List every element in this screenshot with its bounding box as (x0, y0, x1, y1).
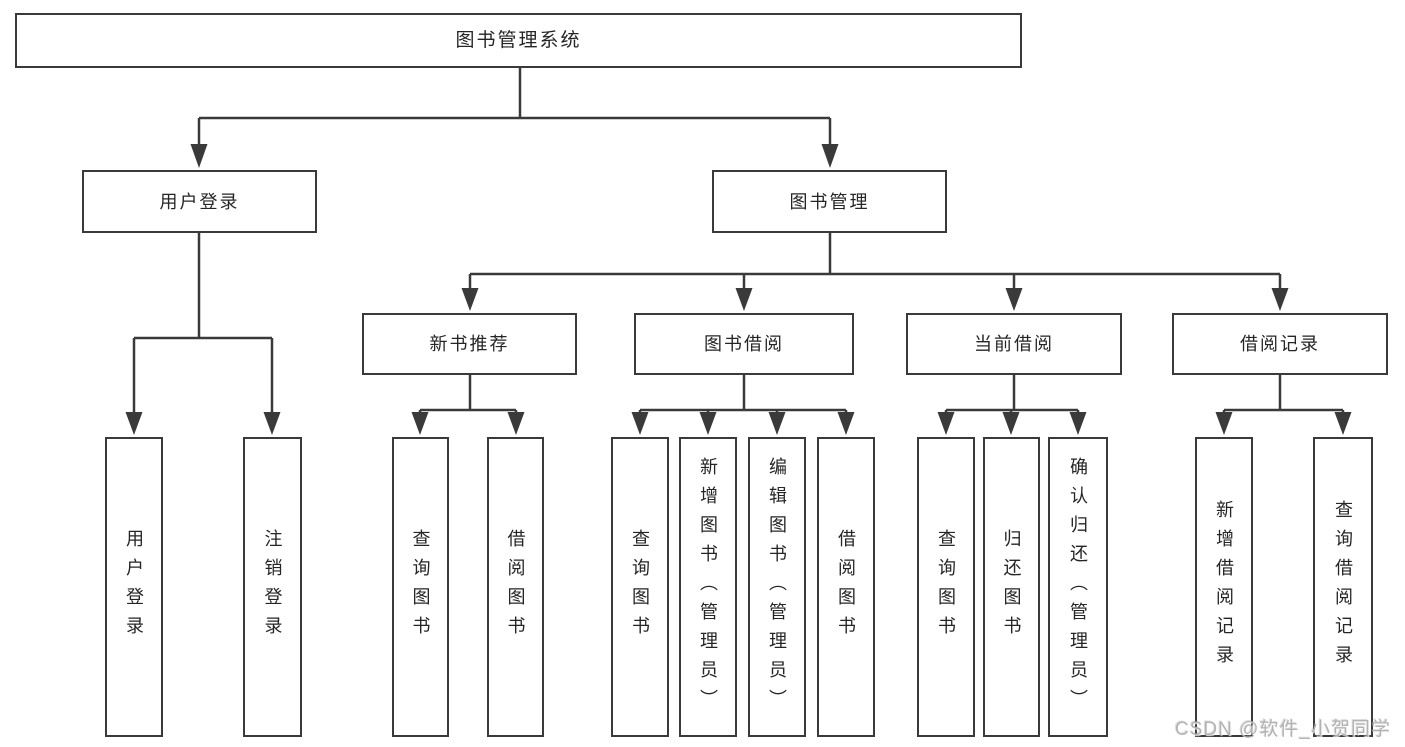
leaf-label: 新增借阅记录 (1214, 500, 1234, 674)
node-borrow-records: 借阅记录 (1172, 313, 1388, 375)
arrowheads (125, 144, 1352, 435)
leaf-records-query-borrow-record: 查询借阅记录 (1313, 437, 1373, 737)
leaf-label: 查询借阅记录 (1333, 500, 1353, 674)
leaf-borrow-add-books-admin: 新增图书（管理员） (679, 437, 737, 737)
leaf-recommend-borrow-books: 借阅图书 (487, 437, 544, 737)
node-label: 新书推荐 (429, 334, 510, 354)
leaf-current-confirm-return-admin: 确认归还（管理员） (1048, 437, 1108, 737)
node-label: 图书借阅 (704, 334, 784, 354)
leaf-label: 查询图书 (630, 529, 650, 645)
leaf-label: 借阅图书 (505, 529, 526, 645)
node-label: 图书管理 (789, 191, 870, 212)
leaf-label: 确认归还（管理员） (1068, 456, 1088, 718)
leaf-logout: 注销登录 (243, 437, 302, 737)
leaf-borrow-borrow-books: 借阅图书 (817, 437, 875, 737)
node-library-management-system: 图书管理系统 (15, 13, 1022, 68)
leaf-recommend-query-books: 查询图书 (392, 437, 449, 737)
leaf-current-query-books: 查询图书 (917, 437, 975, 737)
leaf-label: 查询图书 (410, 529, 431, 645)
leaf-label: 新增图书（管理员） (698, 456, 718, 718)
leaf-borrow-query-books: 查询图书 (611, 437, 669, 737)
node-label: 借阅记录 (1240, 334, 1320, 354)
node-label: 图书管理系统 (455, 30, 582, 51)
node-label: 当前借阅 (974, 334, 1054, 354)
leaf-current-return-books: 归还图书 (983, 437, 1040, 737)
leaf-records-add-borrow-record: 新增借阅记录 (1195, 437, 1253, 737)
csdn-watermark: CSDN @软件_小贺同学 (1175, 719, 1391, 740)
leaf-label: 注销登录 (262, 529, 283, 645)
leaf-label: 查询图书 (936, 529, 956, 645)
node-book-management: 图书管理 (712, 170, 947, 233)
node-new-book-recommend: 新书推荐 (362, 313, 577, 375)
leaf-borrow-edit-books-admin: 编辑图书（管理员） (748, 437, 806, 737)
node-label: 用户登录 (159, 191, 240, 212)
leaf-user-login: 用户登录 (105, 437, 163, 737)
leaf-label: 编辑图书（管理员） (767, 456, 787, 718)
node-user-login: 用户登录 (82, 170, 317, 233)
leaf-label: 归还图书 (1001, 529, 1022, 645)
leaf-label: 用户登录 (124, 529, 144, 645)
leaf-label: 借阅图书 (836, 529, 856, 645)
node-book-borrow: 图书借阅 (634, 313, 854, 375)
node-current-borrow: 当前借阅 (906, 313, 1122, 375)
